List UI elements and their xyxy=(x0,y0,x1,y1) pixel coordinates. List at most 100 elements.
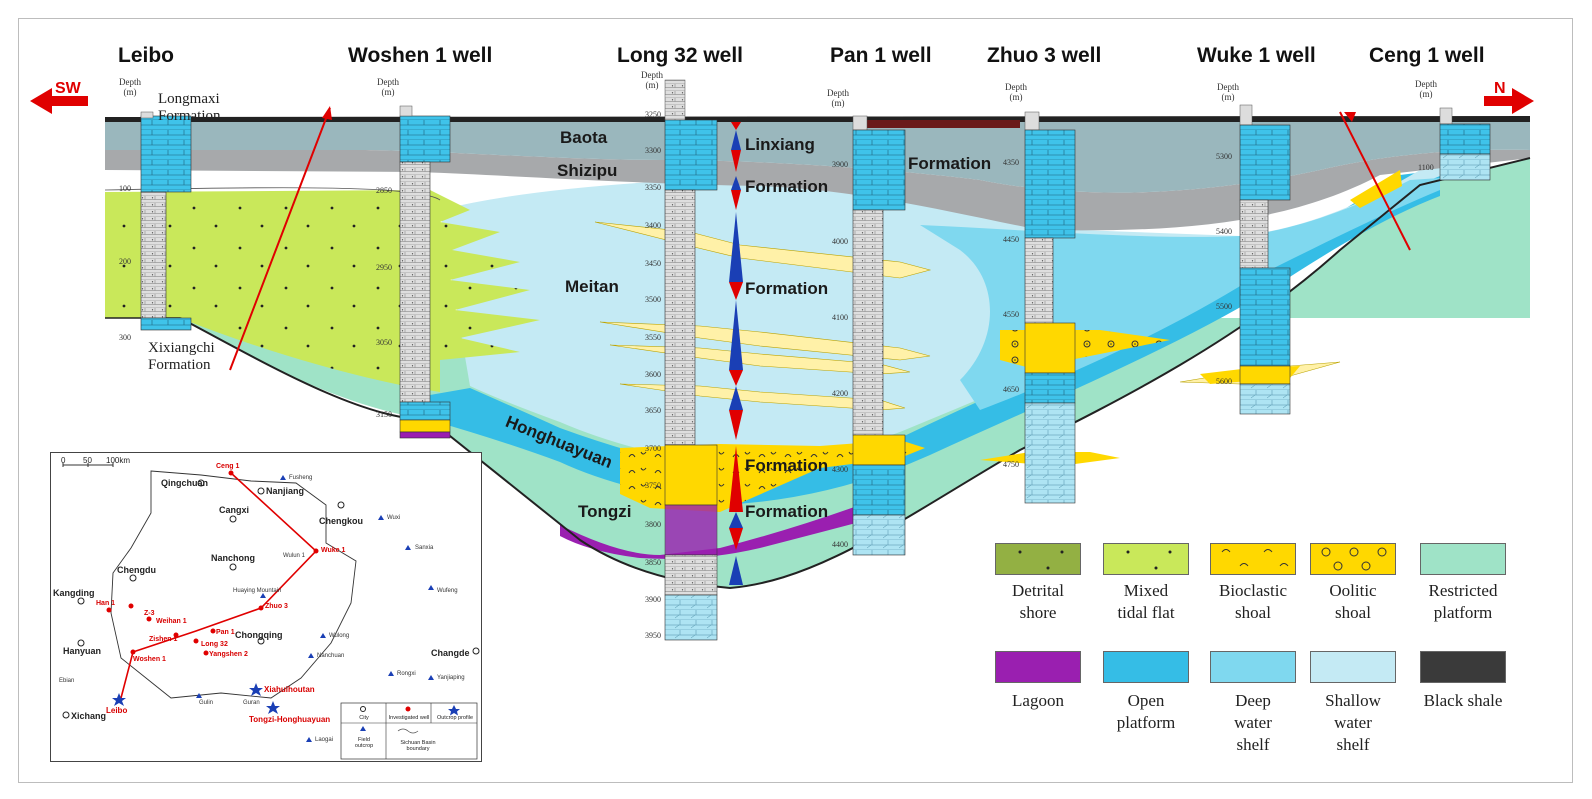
place-huaying-mountain: Huaying Mountain xyxy=(233,588,282,594)
legend-swatch-mixed-tidal-flat xyxy=(1103,543,1189,575)
depth-tick: 3800 xyxy=(645,520,661,529)
well-han-1: Han 1 xyxy=(96,600,116,607)
depth-tick: 3400 xyxy=(645,221,661,230)
depth-tick: 4400 xyxy=(832,540,848,549)
legend-label-lagoon: Lagoon xyxy=(1012,691,1064,710)
outcrop-xiahuihoutan: Xiahuihoutan xyxy=(264,685,315,694)
shizipu-gray-band xyxy=(105,149,1530,231)
legend-swatch-restricted-platform xyxy=(1420,543,1506,575)
city-changde: Changde xyxy=(431,648,470,658)
depth-tick: 4300 xyxy=(832,465,848,474)
depth-tick: 5600 xyxy=(1216,377,1232,386)
outcrop-leibo: Leibo xyxy=(106,706,128,715)
depth-tick: 3900 xyxy=(645,595,661,604)
direction-n: N xyxy=(1494,80,1506,97)
depth-tick: 4750 xyxy=(1003,460,1019,469)
map-legend-field-outcrop: Field outcrop xyxy=(354,737,374,749)
depth-tick: 4100 xyxy=(832,313,848,322)
map-legend-city: City xyxy=(359,715,369,721)
place-rongxi: Rongxi xyxy=(397,671,416,677)
map-legend-well: Investigated well xyxy=(388,715,430,721)
depth-tick: 3900 xyxy=(832,160,848,169)
well-woshen-1: Woshen 1 xyxy=(133,656,166,663)
well-ceng-1: Ceng 1 xyxy=(216,463,240,470)
map-legend-outcrop: Outcrop profile xyxy=(436,715,474,721)
legend-swatch-lagoon xyxy=(995,651,1081,683)
direction-sw: SW xyxy=(55,80,81,97)
formation-label-4: Formation xyxy=(745,456,829,475)
depth-tick: 200 xyxy=(119,257,131,266)
depth-label: Depth (m) xyxy=(119,77,141,97)
depth-tick: 2850 xyxy=(376,186,392,195)
depth-tick: 1100 xyxy=(1418,163,1434,172)
city-nanchong: Nanchong xyxy=(211,553,255,563)
city-chengdu: Chengdu xyxy=(117,565,156,575)
depth-tick: 3600 xyxy=(645,370,661,379)
map-drawing xyxy=(62,463,480,760)
depth-tick: 3500 xyxy=(645,295,661,304)
open-platform-band xyxy=(430,170,1440,505)
fault-line-right xyxy=(1339,111,1411,251)
depth-tick: 3700 xyxy=(645,444,661,453)
depth-tick: 4450 xyxy=(1003,235,1019,244)
mixed-tidal-flat-dots xyxy=(105,190,540,392)
place-gulin: Gulin xyxy=(199,700,214,706)
legend-label-deep-water-shelf: Deep water shelf xyxy=(1234,691,1272,754)
red-shale-strip xyxy=(860,120,1020,128)
well-zishen-1: Zishen 1 xyxy=(149,636,178,643)
place-wulun-1: Wulun 1 xyxy=(283,553,305,559)
legend-label-restricted-platform: Restricted platform xyxy=(1428,581,1498,622)
well-pan-1: Pan 1 xyxy=(216,629,235,636)
depth-tick: 3150 xyxy=(376,410,392,419)
legend-label-open-platform: Open platform xyxy=(1116,691,1176,732)
depth-label: Depth (m) xyxy=(1217,82,1239,102)
place-wufeng: Wufeng xyxy=(437,588,458,594)
meitan-label: Meitan xyxy=(565,277,619,296)
scale-50: 50 xyxy=(83,456,92,465)
well-weihan-1: Weihan 1 xyxy=(156,618,187,625)
depth-tick: 3350 xyxy=(645,183,661,192)
city-chengkou: Chengkou xyxy=(319,516,363,526)
depth-tick: 3550 xyxy=(645,333,661,342)
place-ebian: Ebian xyxy=(59,678,75,684)
longmaxi-formation-label: Longmaxi Formation xyxy=(158,91,221,124)
figure-frame xyxy=(18,18,1573,783)
depth-tick: 4000 xyxy=(832,237,848,246)
shizipu-label: Shizipu xyxy=(557,161,618,180)
depth-tick: 3850 xyxy=(645,558,661,567)
map-legend-boundary: Sichuan Basin boundary xyxy=(400,740,436,752)
depth-tick: 2950 xyxy=(376,263,392,272)
legend-label-bioclastic-shoal: Bioclastic shoal xyxy=(1219,581,1287,622)
city-nanjiang: Nanjiang xyxy=(266,486,305,496)
place-wuxi: Wuxi xyxy=(387,515,401,521)
place-sanxia: Sanxia xyxy=(415,545,434,551)
well-title-pan-1: Pan 1 well xyxy=(830,44,932,67)
depth-tick: 3650 xyxy=(645,406,661,415)
formation-label-3: Formation xyxy=(745,279,829,298)
depth-tick: 5300 xyxy=(1216,152,1232,161)
well-z3: Z-3 xyxy=(144,610,155,617)
depth-tick: 3750 xyxy=(645,481,661,490)
formation-label-2: Formation xyxy=(745,177,829,196)
depth-tick: 3050 xyxy=(376,338,392,347)
depth-label: Depth (m) xyxy=(641,70,663,90)
baota-gray-band xyxy=(105,118,1530,193)
depth-tick: 4650 xyxy=(1003,385,1019,394)
black-shale-top xyxy=(105,116,1530,122)
depth-tick: 3950 xyxy=(645,631,661,640)
cycle-triangles xyxy=(729,122,743,585)
place-fusheng: Fusheng xyxy=(289,475,313,481)
well-title-zhuo-3: Zhuo 3 well xyxy=(987,44,1102,67)
sw-arrow xyxy=(30,88,88,114)
depth-label: Depth (m) xyxy=(827,88,849,108)
legend-label-oolitic-shoal: Oolitic shoal xyxy=(1329,581,1377,622)
sichuan-basin-boundary xyxy=(110,470,357,699)
shoal-yellow-ceng1 xyxy=(1350,170,1402,208)
city-hanyuan: Hanyuan xyxy=(63,646,102,656)
linxiang-label: Linxiang xyxy=(745,135,815,154)
legend-swatch-open-platform xyxy=(1103,651,1189,683)
place-wulong: Wulong xyxy=(329,633,350,639)
depth-label: Depth (m) xyxy=(1415,79,1437,99)
place-guran: Guran xyxy=(243,700,260,706)
depth-tick: 5400 xyxy=(1216,227,1232,236)
